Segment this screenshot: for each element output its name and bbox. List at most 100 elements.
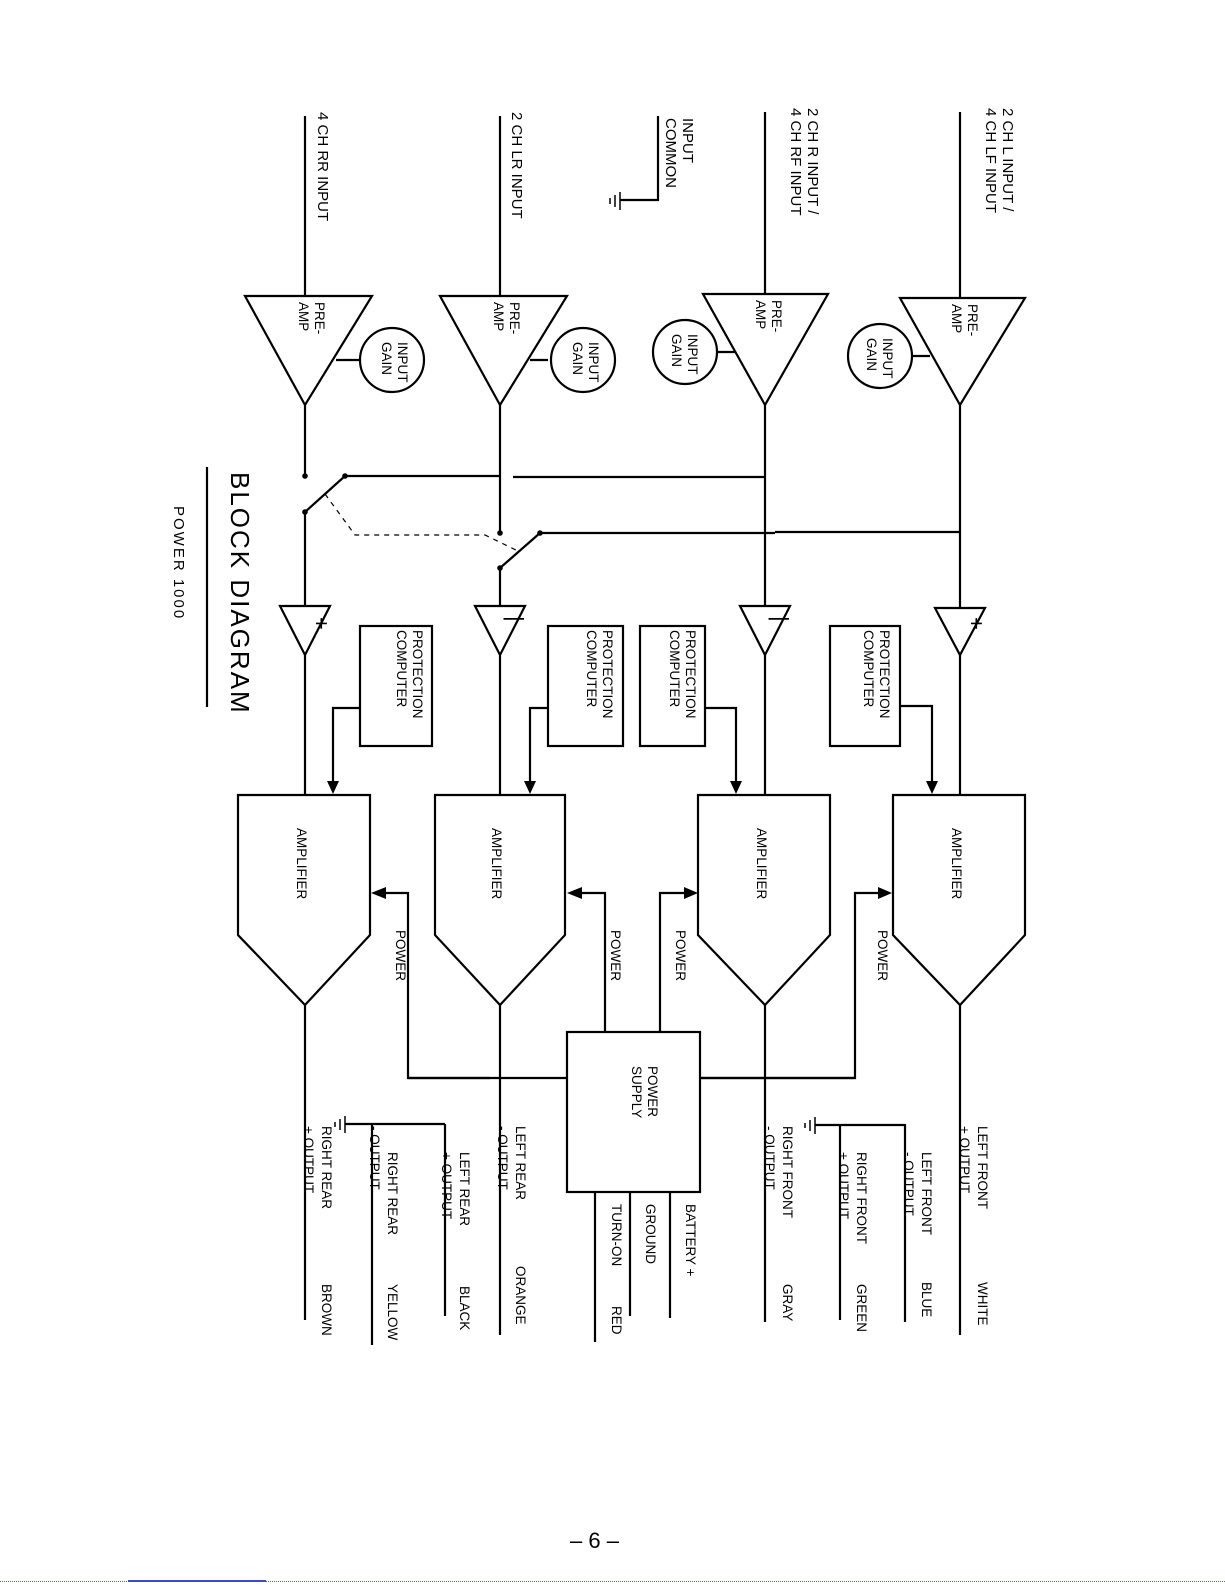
- protection-label-rr-1: PROTECTION: [410, 630, 425, 719]
- power-wire-rf: [658, 891, 686, 1032]
- power-wire-lf: [700, 891, 880, 1080]
- input-label-lr: 2 CH LR INPUT: [508, 112, 525, 219]
- wire-color-rf-neg: GRAY: [780, 1284, 795, 1321]
- preamp-label-lf-2: AMP: [949, 304, 964, 333]
- input-label-rf-line2: 4 CH RF INPUT: [787, 108, 804, 216]
- input-gain-knob-rf: [651, 318, 719, 386]
- amplifier-rr: [236, 793, 372, 1007]
- amplifier-label-lr: AMPLIFIER: [489, 828, 504, 900]
- input-common-group: INPUT COMMON: [609, 116, 696, 210]
- channel-right-front: 2 CH R INPUT / 4 CH RF INPUT PRE- AMP IN…: [513, 108, 905, 1332]
- power-supply-label-1: POWER: [645, 1066, 660, 1117]
- output-polarity-rr-pos: + OUTPUT: [301, 1126, 316, 1193]
- output-name-rr-pos: RIGHT REAR: [319, 1126, 334, 1209]
- amplifier-label-rr: AMPLIFIER: [294, 828, 309, 900]
- phase-sign-rf: |: [768, 616, 793, 622]
- output-polarity-lf-neg: - OUTPUT: [901, 1152, 916, 1216]
- diagram-title: BLOCK DIAGRAM: [225, 472, 255, 715]
- output-name-lf-pos: LEFT FRONT: [975, 1126, 990, 1209]
- input-label-rf-line1: 2 CH R INPUT /: [804, 108, 821, 215]
- mode-switch-lr: [499, 532, 541, 569]
- protection-computer-rr: [358, 624, 434, 748]
- output-name-lr-pos: LEFT REAR: [457, 1152, 472, 1226]
- wire-color-lr-neg: ORANGE: [513, 1266, 528, 1325]
- preamp-rr: [243, 294, 374, 408]
- protection-label-lf-1: PROTECTION: [877, 630, 892, 719]
- input-gain-label-lf-2: GAIN: [864, 338, 879, 371]
- wire-color-rf-pos: GREEN: [854, 1284, 869, 1332]
- battery-lead-label: BATTERY +: [683, 1204, 698, 1277]
- input-gain-label-rr-2: GAIN: [379, 342, 394, 375]
- preamp-lf: [898, 296, 1027, 408]
- input-common-wire: [620, 116, 660, 202]
- input-gain-label-lr-1: INPUT: [586, 342, 601, 383]
- protection-computer-rf: [638, 624, 707, 748]
- channel-left-front: 2 CH L INPUT / 4 CH LF INPUT PRE- AMP IN…: [700, 108, 1027, 1335]
- preamp-label-rr-2: AMP: [296, 302, 311, 331]
- preamp-label-rf-2: AMP: [753, 300, 768, 329]
- input-gain-label-rf-1: INPUT: [685, 334, 700, 375]
- preamp-rf: [701, 292, 830, 408]
- page-bottom-mark: [128, 1580, 266, 1582]
- protection-label-lf-2: COMPUTER: [861, 630, 876, 708]
- power-wire-rr: [384, 891, 490, 1080]
- input-label-lf-line1: 2 CH L INPUT /: [999, 108, 1016, 212]
- output-polarity-rf-neg: - OUTPUT: [762, 1126, 777, 1190]
- wire-color-lr-pos: BLACK: [457, 1286, 472, 1330]
- amplifier-label-lf: AMPLIFIER: [949, 828, 964, 900]
- protection-label-lr-2: COMPUTER: [584, 630, 599, 708]
- phase-sign-lr: |: [503, 616, 528, 622]
- wire-color-lf-neg: BLUE: [919, 1282, 934, 1317]
- output-name-lr-neg: LEFT REAR: [513, 1126, 528, 1200]
- page-bottom-rule: [0, 1581, 1225, 1582]
- protection-label-rr-2: COMPUTER: [394, 630, 409, 708]
- output-polarity-rf-pos: + OUTPUT: [836, 1152, 851, 1219]
- power-supply-label-2: SUPPLY: [629, 1066, 644, 1118]
- preamp-label-lr-2: AMP: [491, 302, 506, 331]
- amplifier-rf: [696, 793, 832, 1007]
- wire-color-rr-neg: YELLOW: [385, 1284, 400, 1341]
- amplifier-lr: [433, 793, 567, 1007]
- phase-buffer-rf: [738, 604, 792, 658]
- protection-label-lr-1: PROTECTION: [600, 630, 615, 719]
- phase-buffer-lr: [473, 604, 527, 658]
- input-label-rr: 4 CH RR INPUT: [314, 112, 331, 221]
- power-label-rr: POWER: [393, 930, 408, 981]
- switch-gang-link: [324, 493, 521, 553]
- input-gain-label-lr-2: GAIN: [570, 342, 585, 375]
- input-common-label-line1: INPUT: [679, 118, 696, 163]
- preamp-label-lf-1: PRE-: [965, 304, 980, 336]
- preamp-label-lr-1: PRE-: [507, 302, 522, 334]
- diagram-title-group: BLOCK DIAGRAM POWER 1000: [170, 467, 255, 715]
- channel-left-rear: 2 CH LR INPUT PRE- AMP INPUT GAIN | PROT…: [433, 112, 775, 1335]
- output-name-rr-neg: RIGHT REAR: [385, 1152, 400, 1235]
- output-polarity-rr-neg: - OUTPUT: [367, 1126, 382, 1190]
- preamp-label-rr-1: PRE-: [312, 302, 327, 334]
- power-label-rf: POWER: [673, 930, 688, 981]
- phase-buffer-lf: [933, 606, 987, 658]
- input-gain-knob-lf: [846, 322, 914, 390]
- output-name-rf-pos: RIGHT FRONT: [854, 1152, 869, 1244]
- power-label-lr: POWER: [608, 930, 623, 981]
- preamp-label-rf-1: PRE-: [769, 300, 784, 332]
- phase-sign-rr: +: [309, 617, 334, 630]
- power-supply-group: POWER SUPPLY BATTERY + GROUND TURN-ON RE…: [408, 1030, 855, 1342]
- power-supply-box: [565, 1030, 702, 1194]
- power-label-lf: POWER: [875, 930, 890, 981]
- protection-label-rf-2: COMPUTER: [667, 630, 682, 708]
- input-label-lf-line2: 4 CH LF INPUT: [982, 108, 999, 213]
- input-gain-knob-lr: [549, 326, 617, 394]
- phase-sign-lf: +: [964, 617, 989, 630]
- turn-on-wire-color: RED: [609, 1306, 624, 1335]
- wire-color-rr-pos: BROWN: [319, 1284, 334, 1336]
- output-polarity-lr-neg: - OUTPUT: [495, 1126, 510, 1190]
- input-gain-label-lf-1: INPUT: [880, 338, 895, 379]
- switch-contact-rr: [302, 473, 308, 479]
- page-number: – 6 –: [570, 1528, 620, 1553]
- preamp-lr: [438, 294, 569, 408]
- input-gain-label-rf-2: GAIN: [669, 334, 684, 367]
- ground-lead-label: GROUND: [643, 1204, 658, 1264]
- amplifier-label-rf: AMPLIFIER: [754, 828, 769, 900]
- output-polarity-lf-pos: + OUTPUT: [957, 1126, 972, 1193]
